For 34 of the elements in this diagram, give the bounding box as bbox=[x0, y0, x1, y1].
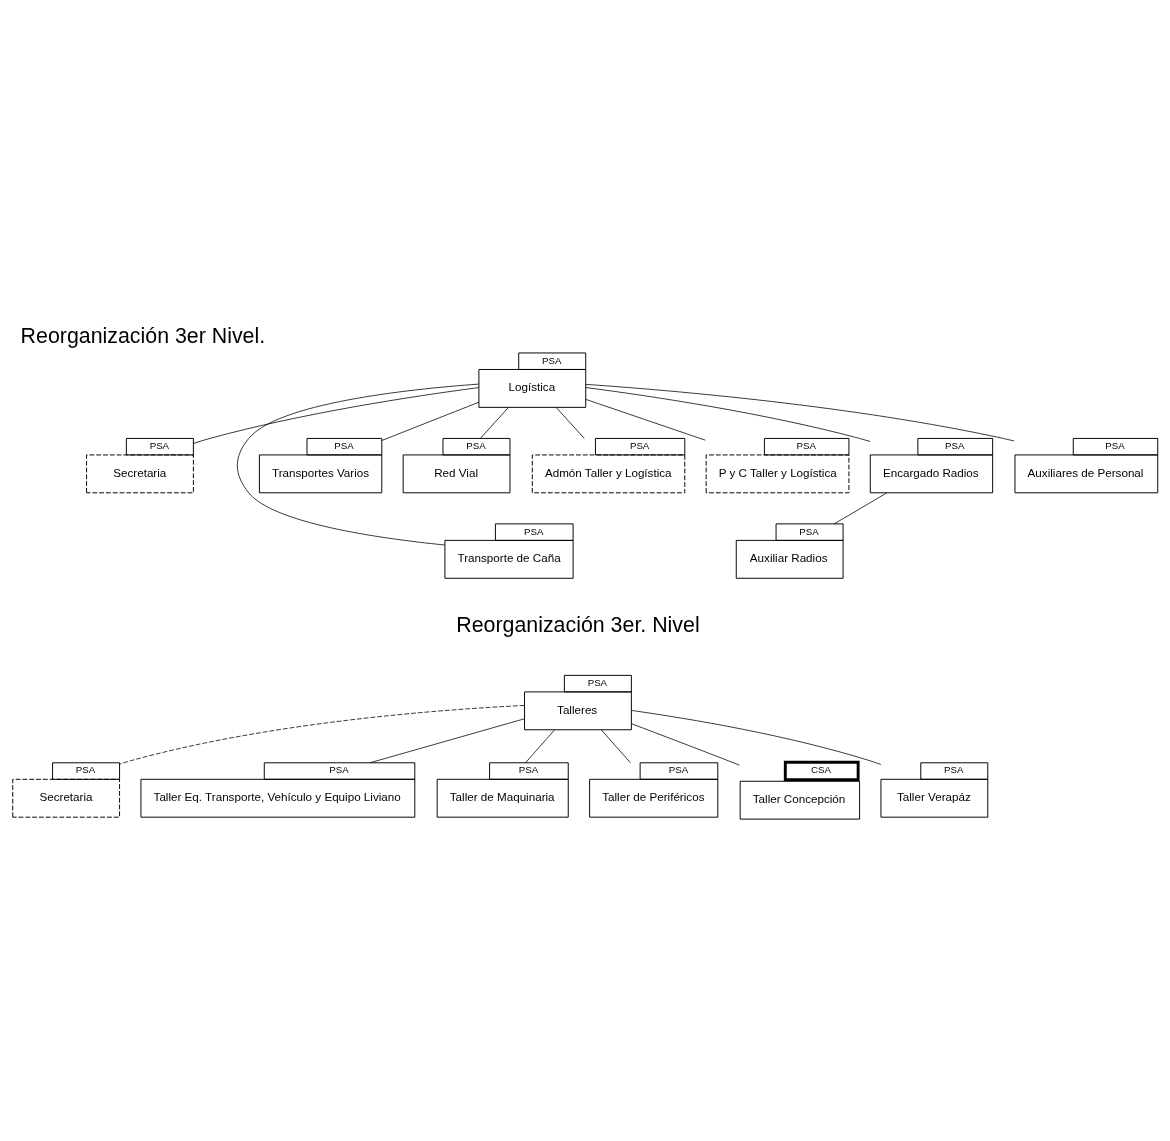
node-label: PSA bbox=[149, 440, 170, 452]
connector bbox=[585, 387, 871, 442]
connector bbox=[193, 387, 480, 444]
node-label: PSA bbox=[945, 440, 965, 452]
node-label: PSA bbox=[75, 764, 96, 776]
node-label: PSA bbox=[799, 525, 819, 537]
node-label: PSA bbox=[329, 764, 349, 776]
connector bbox=[631, 723, 740, 766]
node-label: PSA bbox=[466, 440, 486, 452]
label: Reorganización 3er. Nivel bbox=[456, 613, 700, 638]
connector bbox=[369, 718, 525, 764]
node-label: PSA bbox=[542, 354, 562, 366]
connector bbox=[601, 729, 631, 764]
node-label: PSA bbox=[524, 525, 544, 537]
connector bbox=[381, 401, 480, 441]
connector bbox=[833, 492, 887, 525]
node-label: PSA bbox=[334, 440, 354, 452]
node-label: PSA bbox=[668, 764, 689, 776]
node-label: PSA bbox=[796, 440, 816, 452]
connector bbox=[555, 407, 585, 439]
node-label: PSA bbox=[629, 440, 650, 452]
node-label: PSA bbox=[944, 764, 964, 776]
connector bbox=[119, 705, 525, 765]
connector bbox=[236, 383, 480, 546]
connector bbox=[480, 407, 509, 439]
node-label: PSA bbox=[1105, 440, 1125, 452]
connector bbox=[585, 384, 1015, 442]
connector bbox=[525, 729, 555, 764]
connector bbox=[585, 399, 706, 441]
node-label: PSA bbox=[587, 677, 608, 689]
node-label: CSA bbox=[811, 764, 831, 776]
node-label: PSA bbox=[518, 764, 539, 776]
connector bbox=[631, 710, 882, 765]
diagram-title: Reorganización 3er Nivel. bbox=[20, 323, 266, 348]
